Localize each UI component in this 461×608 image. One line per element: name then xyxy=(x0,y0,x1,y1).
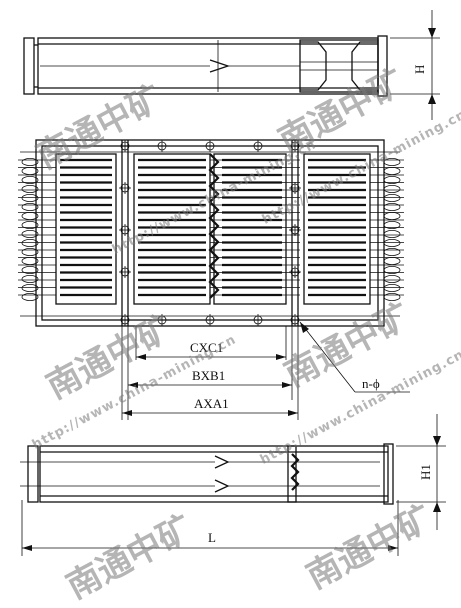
plan-dimensions: CXC1 BXB1 AXA1 n-ϕ xyxy=(121,321,410,420)
tube-stub-right xyxy=(383,202,401,211)
tube-stub-left xyxy=(21,193,39,202)
tube-stub-left xyxy=(21,283,39,292)
tube-stub-left xyxy=(21,175,39,184)
tube-stub-left xyxy=(21,184,39,193)
tube-stub-left xyxy=(21,256,39,265)
height-lower-dimension-label: H1 xyxy=(418,464,433,480)
length-dimension-label: L xyxy=(208,530,216,545)
top-elevation-view: H xyxy=(23,10,440,120)
tube-stub-left xyxy=(21,166,39,175)
bottom-elevation-view: H1 L xyxy=(20,414,446,556)
tube-stub-right xyxy=(383,238,401,247)
height-dimension-label: H xyxy=(412,65,427,74)
tube-stub-right xyxy=(383,193,401,202)
cooler-technical-drawing: H CXC1 xyxy=(18,10,446,556)
tube-stub-right xyxy=(383,157,401,166)
spacing-b-label: BXB1 xyxy=(192,368,225,383)
tube-stub-right xyxy=(383,184,401,193)
tube-stub-right xyxy=(383,211,401,220)
tube-stub-left xyxy=(21,292,39,301)
tube-stub-right xyxy=(383,256,401,265)
tube-stubs xyxy=(21,157,401,301)
tube-stub-right xyxy=(383,265,401,274)
tube-stub-right xyxy=(383,220,401,229)
plan-view xyxy=(18,139,404,327)
tube-stub-left xyxy=(21,274,39,283)
fin-rows xyxy=(18,158,404,297)
bolt-holes xyxy=(119,140,301,326)
holes-label: n-ϕ xyxy=(362,376,380,391)
tube-stub-right xyxy=(383,247,401,256)
tube-stub-right xyxy=(383,292,401,301)
spacing-a-label: AXA1 xyxy=(194,396,229,411)
tube-stub-right xyxy=(383,283,401,292)
tube-stub-right xyxy=(383,166,401,175)
tube-stub-left xyxy=(21,211,39,220)
spacing-c-label: CXC1 xyxy=(190,340,223,355)
tube-stub-left xyxy=(21,220,39,229)
tube-stub-left xyxy=(21,247,39,256)
tube-stub-right xyxy=(383,229,401,238)
tube-stub-left xyxy=(21,265,39,274)
tube-stub-left xyxy=(21,229,39,238)
tube-stub-left xyxy=(21,157,39,166)
tube-stub-left xyxy=(21,238,39,247)
tube-stub-left xyxy=(21,202,39,211)
tube-stub-right xyxy=(383,175,401,184)
tube-stub-right xyxy=(383,274,401,283)
